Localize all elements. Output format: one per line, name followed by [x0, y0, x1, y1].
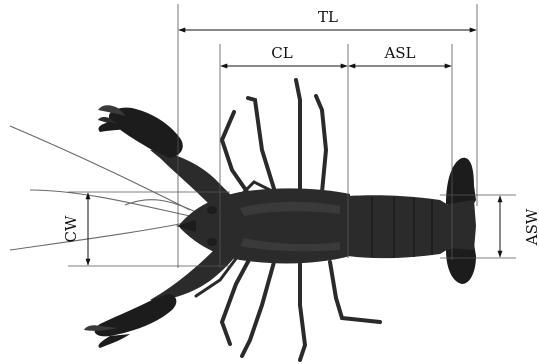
upper-claw: [98, 105, 240, 206]
cl-label: CL: [271, 44, 292, 62]
asw-label: ASW: [523, 208, 539, 246]
carapace: [176, 188, 350, 263]
tail-fan: [446, 158, 476, 284]
abdomen: [348, 195, 450, 258]
asl-label: ASL: [383, 44, 415, 62]
cw-label: CW: [62, 215, 80, 242]
lower-claw: [84, 250, 240, 348]
walking-legs-lower: [196, 256, 380, 360]
walking-legs-upper: [222, 80, 326, 198]
tl-label: TL: [318, 8, 338, 26]
